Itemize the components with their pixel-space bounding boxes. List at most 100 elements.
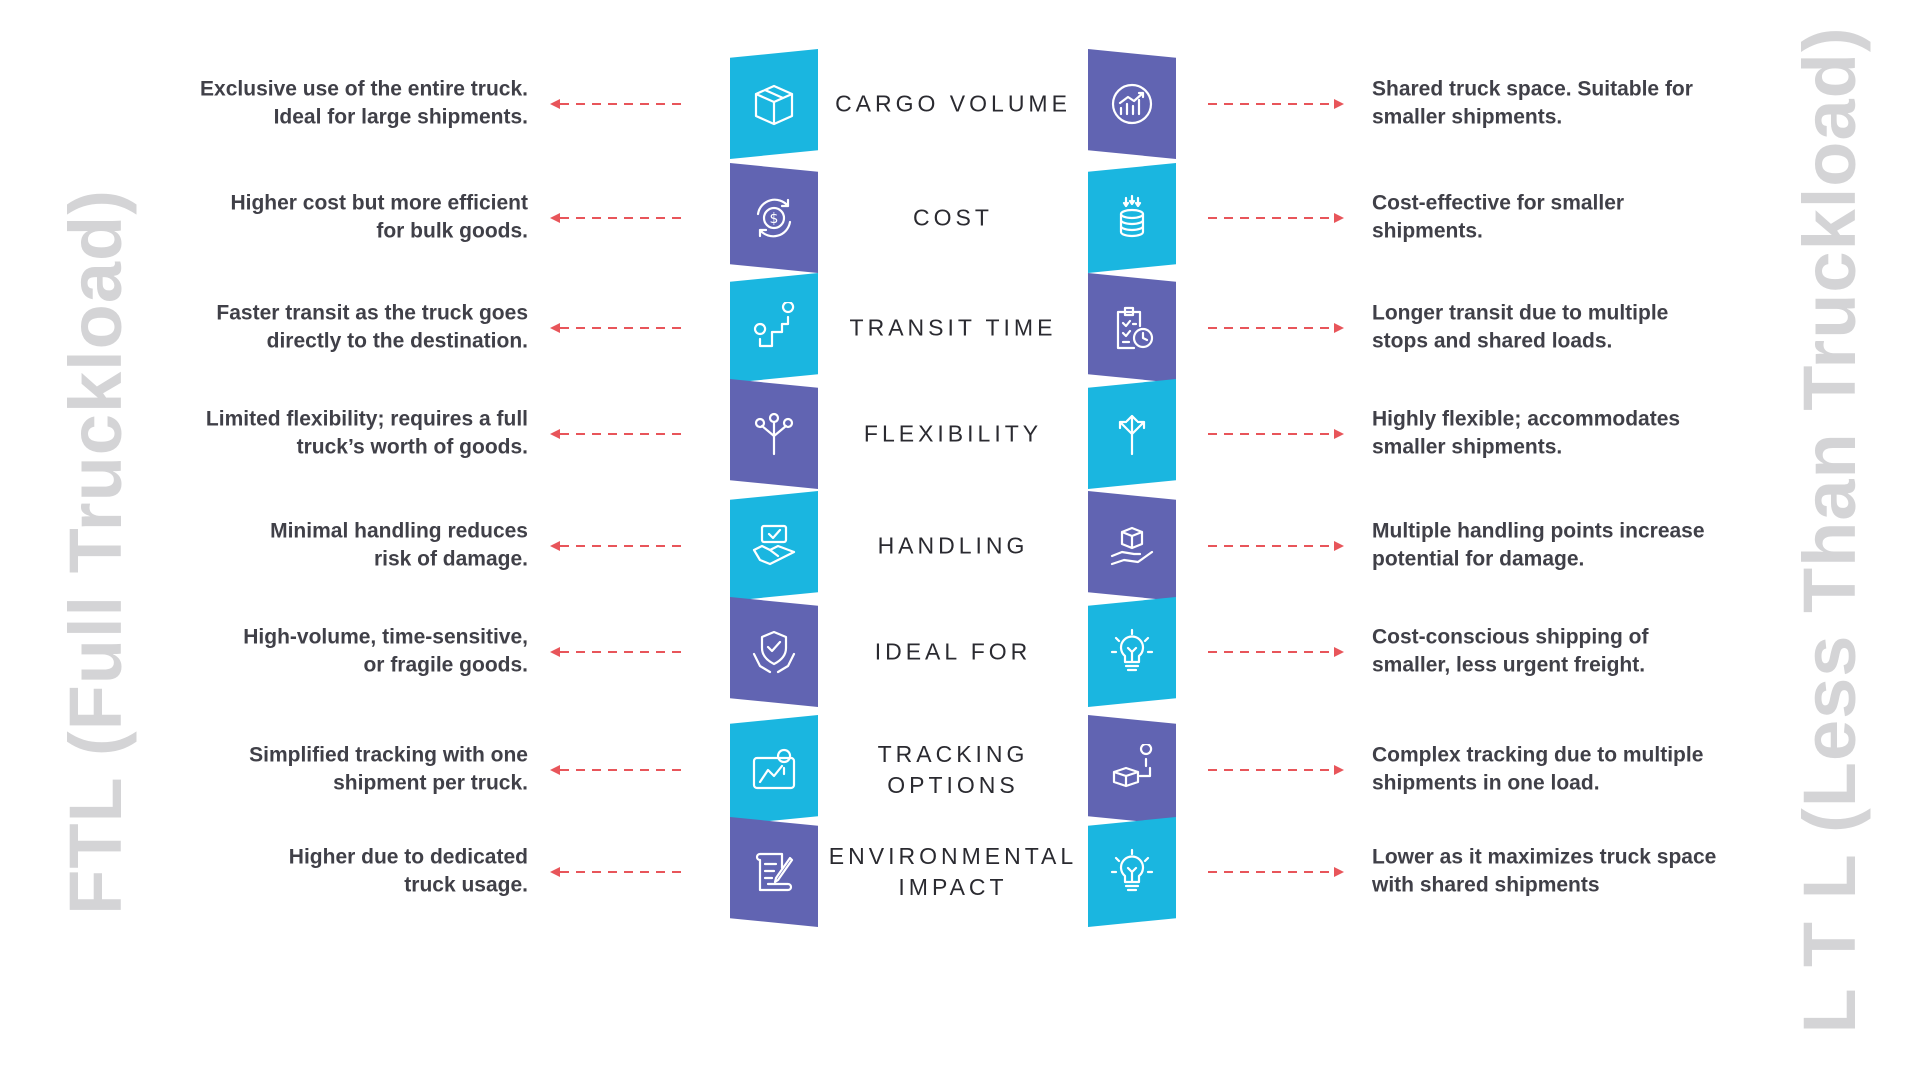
arrow-left-icon [548,211,688,225]
arrow-right-icon [1206,539,1346,553]
ltl-description-line: smaller, less urgent freight. [1372,654,1646,677]
comparison-row: Exclusive use of the entire truck. Ideal … [0,44,1920,164]
category-label-line: IDEAL FOR [874,638,1032,665]
comparison-row: Higher cost but more efficient for bulk g… [0,158,1920,278]
ftl-description-line: Ideal for large shipments. [273,106,528,129]
category-label-line: FLEXIBILITY [863,420,1043,447]
arrow-left-icon [548,865,688,879]
ltl-description: Cost-effective for smaller shipments. [1372,190,1792,247]
ltl-description: Multiple handling points increase potenti… [1372,518,1792,575]
ftl-description-line: truck’s worth of goods. [296,436,528,459]
ltl-description-line: Cost-conscious shipping of [1372,625,1649,649]
category-label: IDEAL FOR [818,636,1088,667]
ltl-description-line: Lower as it maximizes truck space [1372,845,1717,869]
ftl-description-line: Limited flexibility; requires a full [205,407,528,431]
category-label: CARGO VOLUME [818,88,1088,119]
arrow-right-icon [1206,211,1346,225]
category-label-line: IMPACT [898,874,1008,900]
ftl-description: Simplified tracking with one shipment per… [88,742,528,799]
svg-text:$: $ [770,211,779,227]
tracking-tablet-icon [730,715,818,825]
category-label: TRACKING OPTIONS [818,739,1088,801]
arrow-right-icon [1206,645,1346,659]
category-label: COST [818,202,1088,233]
ftl-description: Higher cost but more efficient for bulk g… [88,190,528,247]
comparison-row: Faster transit as the truck goes directly… [0,268,1920,388]
category-label: FLEXIBILITY [818,418,1088,449]
ltl-description-line: with shared shipments [1372,874,1600,897]
ftl-description: Higher due to dedicated truck usage. [88,844,528,901]
document-pen-icon [730,817,818,927]
ltl-description-line: potential for damage. [1372,548,1585,571]
lightbulb-icon [1088,817,1176,927]
ftl-description-line: or fragile goods. [363,654,528,677]
hand-package-icon [1088,491,1176,601]
ftl-description-line: truck usage. [404,874,528,897]
comparison-row: Limited flexibility; requires a full truc… [0,374,1920,494]
comparison-row: Minimal handling reduces risk of damage. H… [0,486,1920,606]
category-label-line: COST [913,204,993,231]
arrow-left-icon [548,539,688,553]
ltl-description-line: smaller shipments. [1372,106,1563,129]
arrow-left-icon [548,321,688,335]
category-label-line: OPTIONS [887,772,1019,798]
ftl-description-line: Simplified tracking with one [249,743,528,767]
split-arrows-icon [1088,379,1176,489]
arrow-right-icon [1206,763,1346,777]
ltl-description: Shared truck space. Suitable for smaller … [1372,76,1792,133]
ftl-description-line: directly to the destination. [266,330,528,353]
arrow-right-icon [1206,97,1346,111]
comparison-row: Simplified tracking with one shipment per… [0,710,1920,830]
ftl-description: Exclusive use of the entire truck. Ideal … [88,76,528,133]
ftl-description-line: for bulk goods. [376,220,528,243]
ftl-description-line: Higher cost but more efficient [230,191,528,215]
arrow-right-icon [1206,427,1346,441]
route-icon [730,273,818,383]
arrow-left-icon [548,763,688,777]
arrow-left-icon [548,97,688,111]
ftl-description-line: shipment per truck. [333,772,528,795]
category-label: ENVIRONMENTAL IMPACT [818,841,1088,903]
comparison-row: Higher due to dedicated truck usage. ENVIR… [0,812,1920,932]
ltl-description-line: stops and shared loads. [1372,330,1613,353]
coin-stack-icon [1088,163,1176,273]
ltl-description-line: shipments. [1372,220,1483,243]
shield-hands-icon [730,597,818,707]
category-label-line: TRACKING [877,740,1029,767]
ftl-description-line: Faster transit as the truck goes [216,301,528,325]
ftl-description-line: High-volume, time-sensitive, [243,625,528,649]
box-icon [730,49,818,159]
ftl-description-line: Minimal handling reduces [270,519,528,543]
branching-icon [730,379,818,489]
category-label-line: CARGO VOLUME [835,90,1071,117]
ftl-description-line: Exclusive use of the entire truck. [200,77,528,101]
clipboard-clock-icon [1088,273,1176,383]
ftl-description: Minimal handling reduces risk of damage. [88,518,528,575]
ltl-description-line: Shared truck space. Suitable for [1372,77,1693,101]
category-label: HANDLING [818,530,1088,561]
ltl-description-line: Cost-effective for smaller [1372,191,1625,215]
ltl-description-line: Highly flexible; accommodates [1372,407,1681,431]
ftl-description: Faster transit as the truck goes directly… [88,300,528,357]
handshake-icon [730,491,818,601]
ftl-description: High-volume, time-sensitive, or fragile g… [88,624,528,681]
ltl-description: Longer transit due to multiple stops and … [1372,300,1792,357]
ltl-description: Complex tracking due to multiple shipment… [1372,742,1792,799]
ltl-description: Lower as it maximizes truck space with sh… [1372,844,1792,901]
dollar-cycle-icon: $ [730,163,818,273]
ltl-description-line: Complex tracking due to multiple [1372,743,1704,767]
ltl-description-line: shipments in one load. [1372,772,1600,795]
ltl-description-line: Multiple handling points increase [1372,519,1705,543]
category-label-line: HANDLING [877,532,1029,559]
arrow-left-icon [548,645,688,659]
ftl-description-line: Higher due to dedicated [288,845,528,869]
ltl-description-line: Longer transit due to multiple [1372,301,1669,325]
lightbulb-icon [1088,597,1176,707]
package-location-icon [1088,715,1176,825]
ltl-description: Cost-conscious shipping of smaller, less … [1372,624,1792,681]
arrow-right-icon [1206,321,1346,335]
arrow-right-icon [1206,865,1346,879]
ftl-description-line: risk of damage. [373,548,528,571]
category-label-line: ENVIRONMENTAL [828,842,1078,869]
